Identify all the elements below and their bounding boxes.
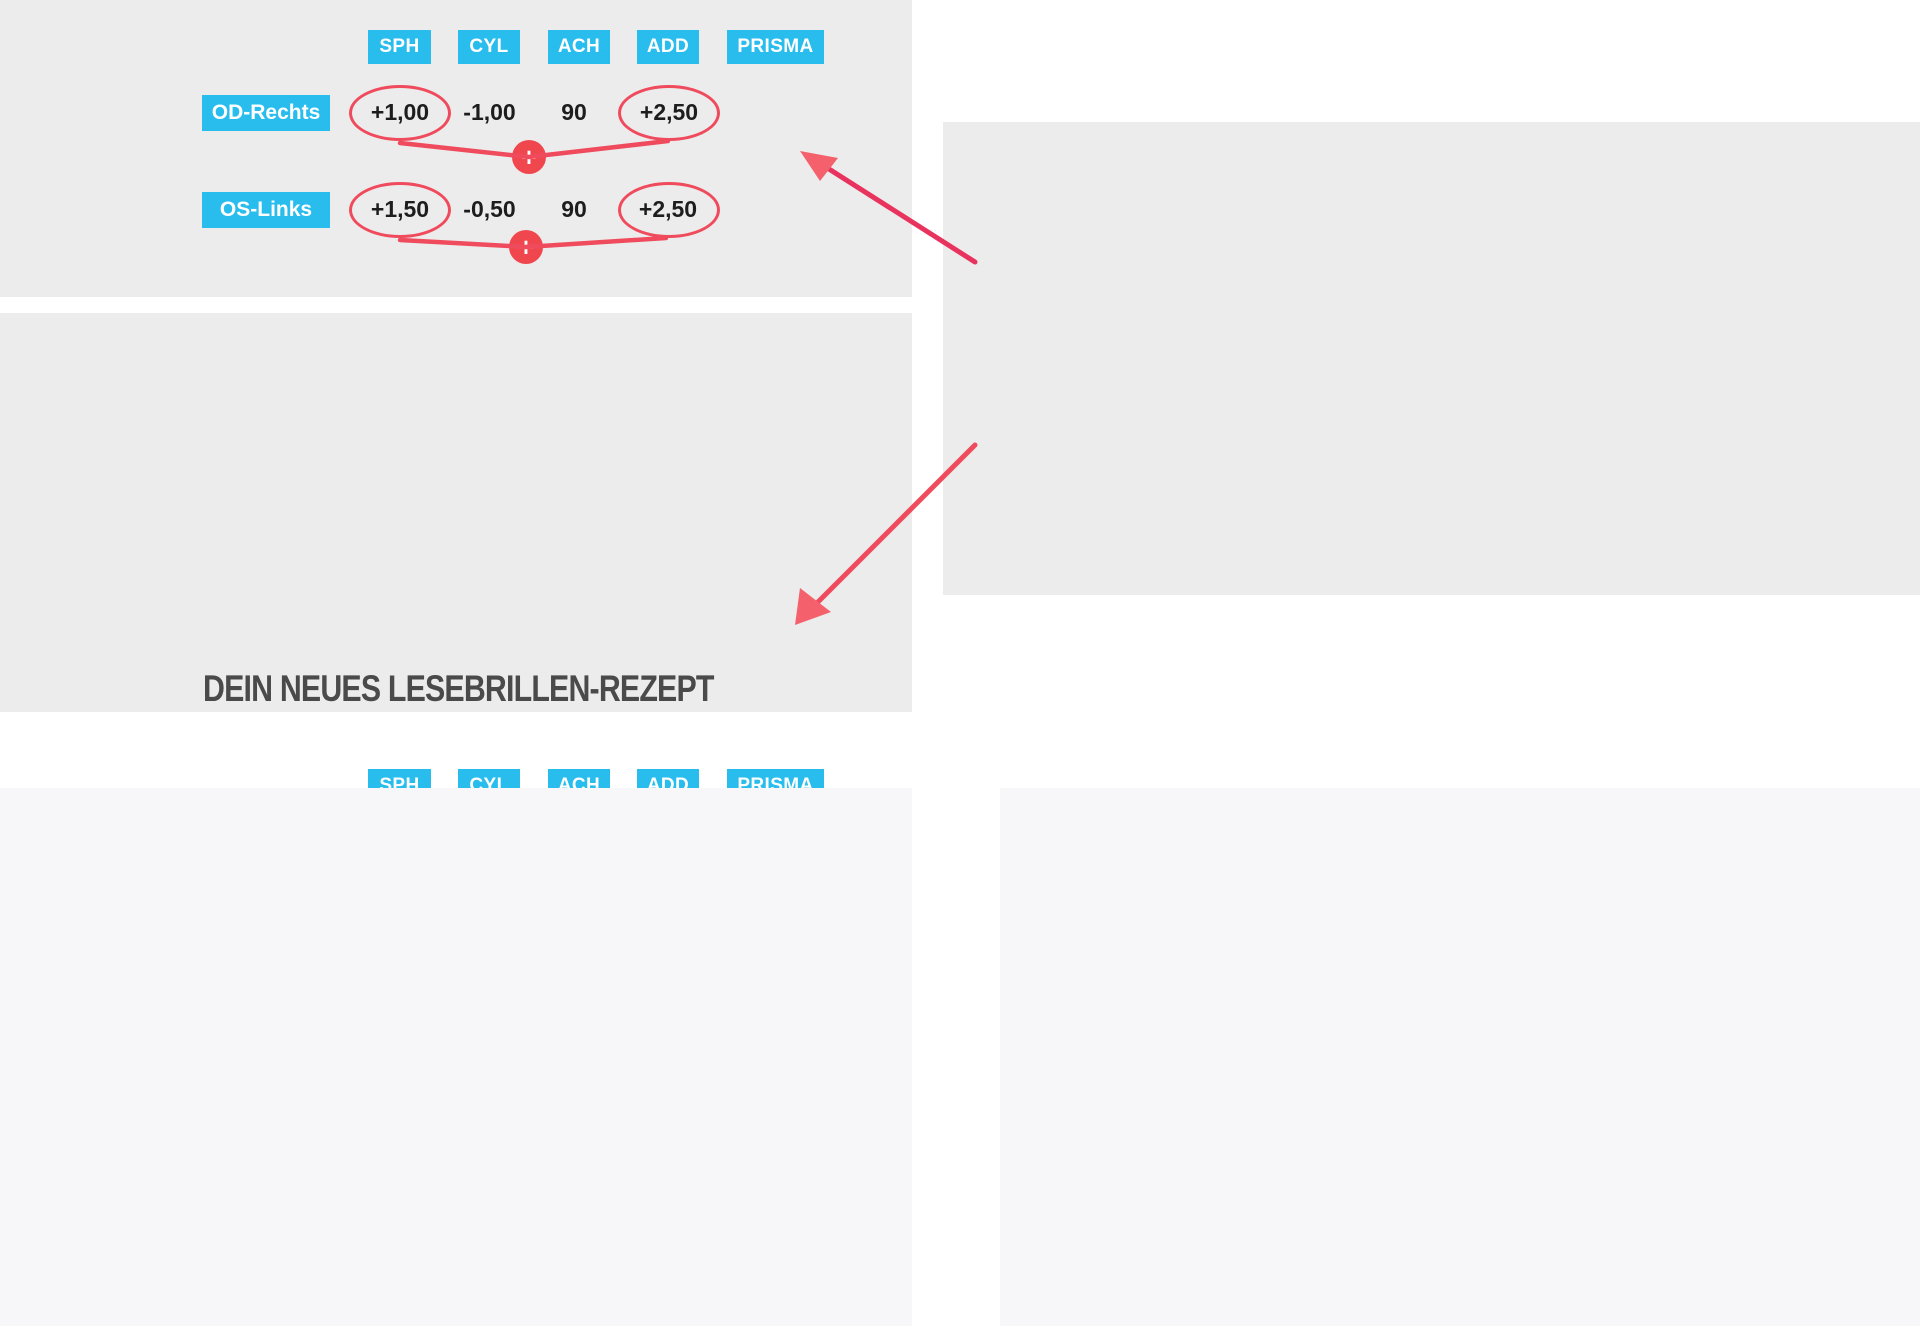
eye-label-os-old: OS-Links — [202, 192, 330, 228]
old-os-sph: +1,50 — [370, 195, 430, 222]
right-form-card: SPH CYL ACH OD (Rechts) +3,50 -1,00 — [1000, 788, 1920, 1326]
left-form-card: SPH CYL ACH ADD OD (Rechts) -1,00 -1,00 — [0, 788, 912, 1326]
old-os-add: +2,50 — [638, 195, 698, 222]
column-chip-add: ADD — [637, 30, 699, 64]
plus-badge-os: + — [509, 230, 543, 264]
eye-label-od-old: OD-Rechts — [202, 95, 330, 131]
plus-badge-od: + — [512, 140, 546, 174]
column-chip-ach: ACH — [548, 30, 610, 64]
formula-panel: OD-Rechts NV-ADD +2,50 + SPH +1,00 = Dei… — [943, 122, 1920, 595]
old-od-cyl: -1,00 — [463, 98, 516, 125]
new-prescription-panel: DEIN NEUES LESEBRILLEN-REZEPT SPH CYL AC… — [0, 313, 912, 978]
column-chip-cyl: CYL — [458, 30, 520, 64]
old-od-add: +2,50 — [639, 98, 699, 125]
old-prescription-panel: SPH CYL ACH ADD PRISMA OD-Rechts OS-Link… — [0, 0, 912, 297]
old-od-sph: +1,00 — [370, 98, 430, 125]
old-os-cyl: -0,50 — [463, 195, 516, 222]
old-od-ach: 90 — [561, 98, 587, 125]
column-chip-prisma: PRISMA — [727, 30, 824, 64]
new-prescription-title: DEIN NEUES LESEBRILLEN-REZEPT — [203, 668, 714, 709]
column-chip-sph: SPH — [368, 30, 431, 64]
old-os-ach: 90 — [561, 195, 587, 222]
